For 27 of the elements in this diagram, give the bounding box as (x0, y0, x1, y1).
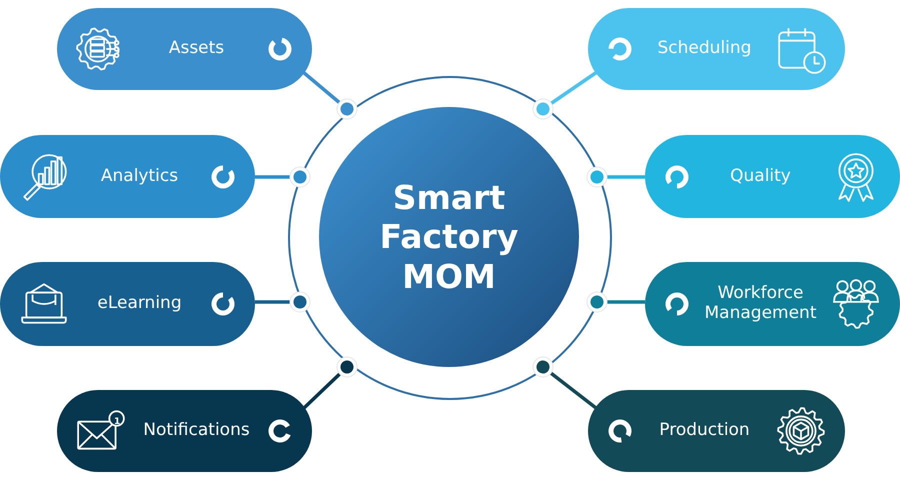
pill-box (588, 390, 845, 472)
connector-line (532, 356, 598, 410)
pill-box (0, 135, 255, 218)
node-label: Production (658, 421, 751, 441)
connector-line (586, 292, 645, 312)
pill-box (57, 8, 312, 90)
connector-line (255, 292, 310, 312)
connector-line (255, 166, 310, 188)
connector-line (302, 70, 358, 120)
node-label: Notifications (142, 421, 251, 441)
hub-title: Smart Factory MOM (378, 178, 520, 296)
node-label: Scheduling (656, 39, 752, 59)
pill-box (588, 8, 845, 90)
node-label: Analytics (100, 166, 180, 186)
connector-line (586, 166, 645, 188)
pill-box (0, 262, 255, 346)
ring-outline (288, 76, 612, 400)
node-label: Workforce Management (704, 284, 818, 324)
pill-box (645, 135, 900, 218)
node-label: Assets (168, 39, 226, 59)
node-label: eLearning (96, 294, 183, 314)
pill-box (645, 262, 900, 346)
connector-line (532, 70, 598, 120)
badge-count: 1 (114, 418, 120, 427)
connector-line (302, 356, 358, 410)
pill-box (57, 390, 312, 472)
node-label: Quality (729, 166, 792, 186)
